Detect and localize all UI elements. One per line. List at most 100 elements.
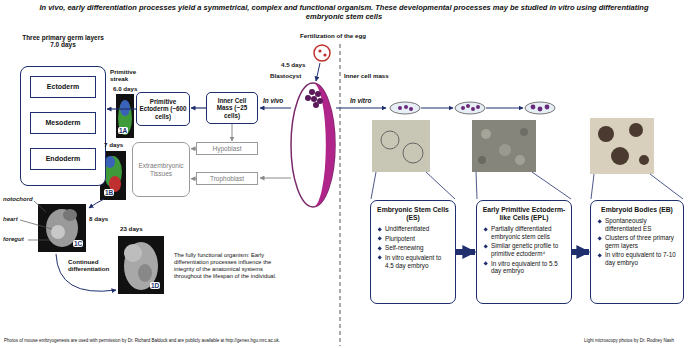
box-label: Endoderm [33,155,93,163]
blastocyst-figure [313,102,319,108]
culture-dish [398,106,402,110]
micrograph-photo [372,118,654,174]
germ-layer-box: Ectoderm [30,76,96,98]
leader-line [20,201,52,240]
box-label: 7.0 days [20,41,106,48]
embryo-photo [51,225,65,239]
box-label: Extraembryonic Tissues [135,162,187,178]
bullet-item: Spontaneously differentiated ES [605,217,678,232]
bullet-item: Self-renewing [385,244,450,252]
embryo-photo [124,244,142,262]
bracket-line [591,174,594,199]
callout-number: 1D [150,282,160,289]
blastocyst-figure [309,89,315,95]
box-label: Three primary germ layers [20,34,106,41]
divider-line [340,44,341,346]
bullet-item: In vitro equivalent to 4.5 day embryo [385,254,450,269]
germ-layer-group: Three primary germ layers7.0 daysEctoder… [20,34,106,186]
micrograph-photo [372,120,430,172]
egg-cell [314,45,330,61]
box-label: Inner Cell Mass (~25 cells) [209,97,255,120]
annotation-label: 8 days [89,215,108,222]
annotation-label: Fertilization of the egg [300,32,366,39]
bracket-line [426,172,455,199]
annotation-label: In vitro [350,97,371,104]
annotation-label: Photos of mouse embryogenesis are used w… [4,338,280,343]
flow-arrow [486,108,523,109]
bracket-line [476,172,477,199]
culture-dish [525,102,555,114]
egg-cell [323,53,326,56]
divider-line [340,44,341,346]
annotation-label: 4.5 days [281,61,305,68]
bullet-item: In vitro equivalent to 5.5 day embryo [491,260,566,275]
culture-dish [545,105,550,110]
bullet-item: Clusters of three primary germ layers [605,234,678,249]
panel-heading: Embryonic Stem Cells (ES) [376,206,450,222]
box-label: Ectoderm [33,83,93,91]
cell-panel: Early Primitive Ectoderm-like Cells (EPL… [476,200,572,304]
cell-panel: Embryonic Stem Cells (ES)Undifferentiate… [370,200,456,304]
culture-dish [476,105,480,109]
culture-dish [455,102,485,114]
flow-arrow [89,199,104,208]
flow-arrow [56,254,116,291]
bracket-line [650,174,683,199]
culture-dish [538,107,543,112]
embryo-photo [138,264,152,282]
callout-number: 1B [104,189,114,196]
annotation-label: Continued differentiation [68,258,116,272]
callout-number: 1C [73,240,83,247]
embryo-photo [63,209,77,221]
tissue-box: Hypoblast [196,142,258,155]
micrograph-photo [381,131,399,149]
bracket-line [532,172,571,199]
flow-arrow [336,108,386,109]
stage-box: Primitive Ectoderm (~600 cells) [136,92,190,126]
annotation-label: In vivo [263,97,283,104]
micrograph-photo [472,120,536,172]
grey-arrow [260,178,291,179]
micrograph-photo [590,118,654,174]
culture-dish [471,107,475,111]
tissue-box: Trophoblast [196,172,258,185]
embryo-photo [118,101,132,135]
box-label: Trophoblast [199,175,255,182]
box-label: Primitive Ectoderm (~600 cells) [139,98,187,121]
leader-line [28,240,50,241]
bullet-item: In vitro equivalent to 7-10 day embryo [605,251,678,266]
blastocyst-figure [305,95,311,101]
annotation-label: notochord [3,196,33,203]
bullet-item: Partially differentiated embryonic stem … [491,225,566,240]
grey-arrow [260,178,291,179]
micrograph-photo [629,123,643,137]
annotation-label: foregut [3,236,24,243]
embryo-photo [116,94,134,138]
bracket-line [371,172,376,199]
micrograph-photo [499,144,511,156]
blastocyst-figure [313,83,335,207]
culture-dish [531,105,536,110]
blastocyst-figure [291,83,335,207]
annotation-label: Light microscopy photos by Dr. Rodney Na… [584,338,674,343]
embryo-photo [105,156,115,168]
panel-heading: Embryoid Bodies (EB) [596,206,678,214]
annotation-label: 6.0 days [113,85,137,92]
blastocyst-figure [311,96,317,102]
connector-arrow [456,249,475,255]
culture-dish [390,102,555,114]
connector-arrow [107,108,136,109]
annotation-label: The fully functional organism: Early dif… [174,252,286,280]
flow-arrow [316,63,320,81]
box-label: Mesoderm [33,119,93,127]
culture-dish [390,102,420,114]
leader-line [34,201,46,212]
micrograph-photo [639,155,649,165]
culture-dish [461,106,465,110]
callout-number: 1A [118,127,128,134]
annotation-label: Primitive streak [110,68,144,82]
stage-box: Inner Cell Mass (~25 cells) [206,92,258,124]
box-label: Hypoblast [199,145,255,152]
